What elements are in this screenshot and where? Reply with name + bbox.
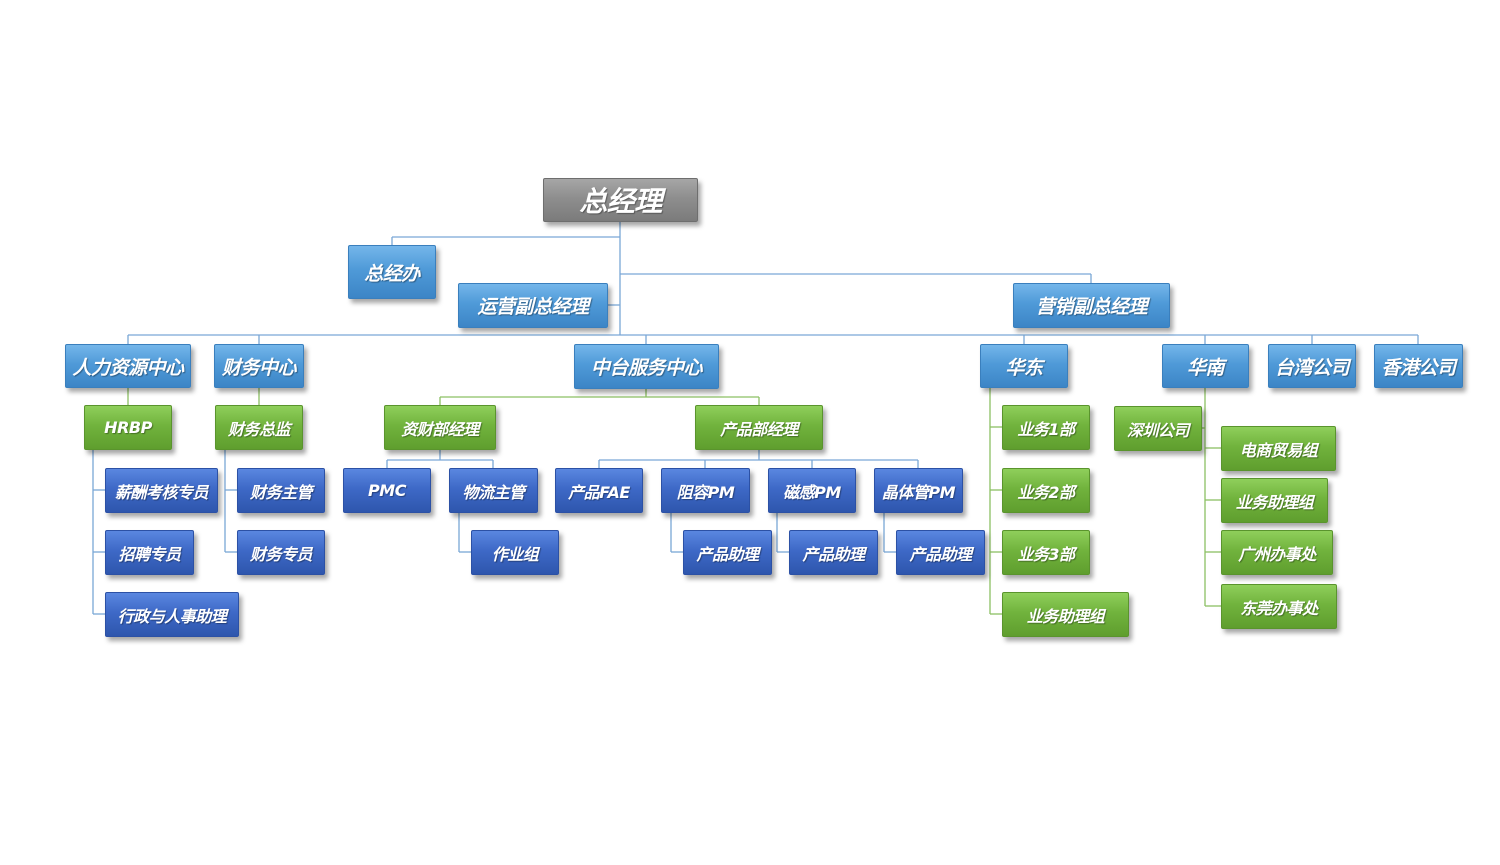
org-node-finance-director: 财务总监 (215, 405, 303, 450)
org-node-finance-supervisor: 财务主管 (237, 468, 325, 513)
org-node-resistor-pm: 阻容PM (661, 468, 750, 513)
org-node-magnetic-pm: 磁感PM (768, 468, 856, 513)
org-node-product-manager: 产品部经理 (695, 405, 823, 450)
org-node-admin-hr-assistant: 行政与人事助理 (105, 592, 239, 637)
org-node-sales-dept-3: 业务3部 (1002, 530, 1090, 575)
org-node-service-center: 中台服务中心 (574, 344, 719, 389)
org-node-ecommerce-group: 电商贸易组 (1221, 426, 1336, 471)
org-node-finance-specialist: 财务专员 (237, 530, 325, 575)
org-node-compensation-specialist: 薪酬考核专员 (105, 468, 218, 513)
org-node-sales-dept-2: 业务2部 (1002, 468, 1090, 513)
org-node-ops-vp: 运营副总经理 (458, 283, 608, 328)
org-node-recruitment-specialist: 招聘专员 (105, 530, 194, 575)
org-node-ceo: 总经理 (543, 178, 698, 222)
org-node-materials-manager: 资财部经理 (384, 405, 496, 450)
org-node-hrbp: HRBP (84, 405, 172, 450)
org-node-sales-assistant-group-east: 业务助理组 (1002, 592, 1129, 637)
org-node-crystal-tube-pm: 晶体管PM (874, 468, 963, 513)
org-node-magnetic-product-assistant: 产品助理 (789, 530, 878, 575)
org-node-sales-dept-1: 业务1部 (1002, 405, 1090, 450)
org-node-sales-vp: 营销副总经理 (1013, 283, 1170, 328)
org-node-hongkong-company: 香港公司 (1374, 344, 1463, 388)
org-node-guangzhou-office: 广州办事处 (1221, 530, 1333, 575)
org-node-crystal-product-assistant: 产品助理 (896, 530, 985, 575)
org-node-hr-center: 人力资源中心 (65, 344, 191, 388)
org-node-dongguan-office: 东莞办事处 (1221, 584, 1337, 629)
org-node-logistics-supervisor: 物流主管 (449, 468, 538, 513)
org-node-pmc: PMC (343, 468, 431, 513)
org-node-south-china: 华南 (1162, 344, 1249, 388)
org-node-sales-assistant-group-south: 业务助理组 (1221, 478, 1328, 523)
org-node-resistor-product-assistant: 产品助理 (683, 530, 772, 575)
org-node-shenzhen-company: 深圳公司 (1114, 406, 1202, 451)
org-node-finance-center: 财务中心 (214, 344, 304, 388)
org-node-product-fae: 产品FAE (555, 468, 643, 513)
org-node-operations-group: 作业组 (471, 530, 559, 575)
org-node-taiwan-company: 台湾公司 (1268, 344, 1356, 388)
org-node-east-china: 华东 (980, 344, 1068, 388)
org-node-gm-office: 总经办 (348, 245, 436, 299)
